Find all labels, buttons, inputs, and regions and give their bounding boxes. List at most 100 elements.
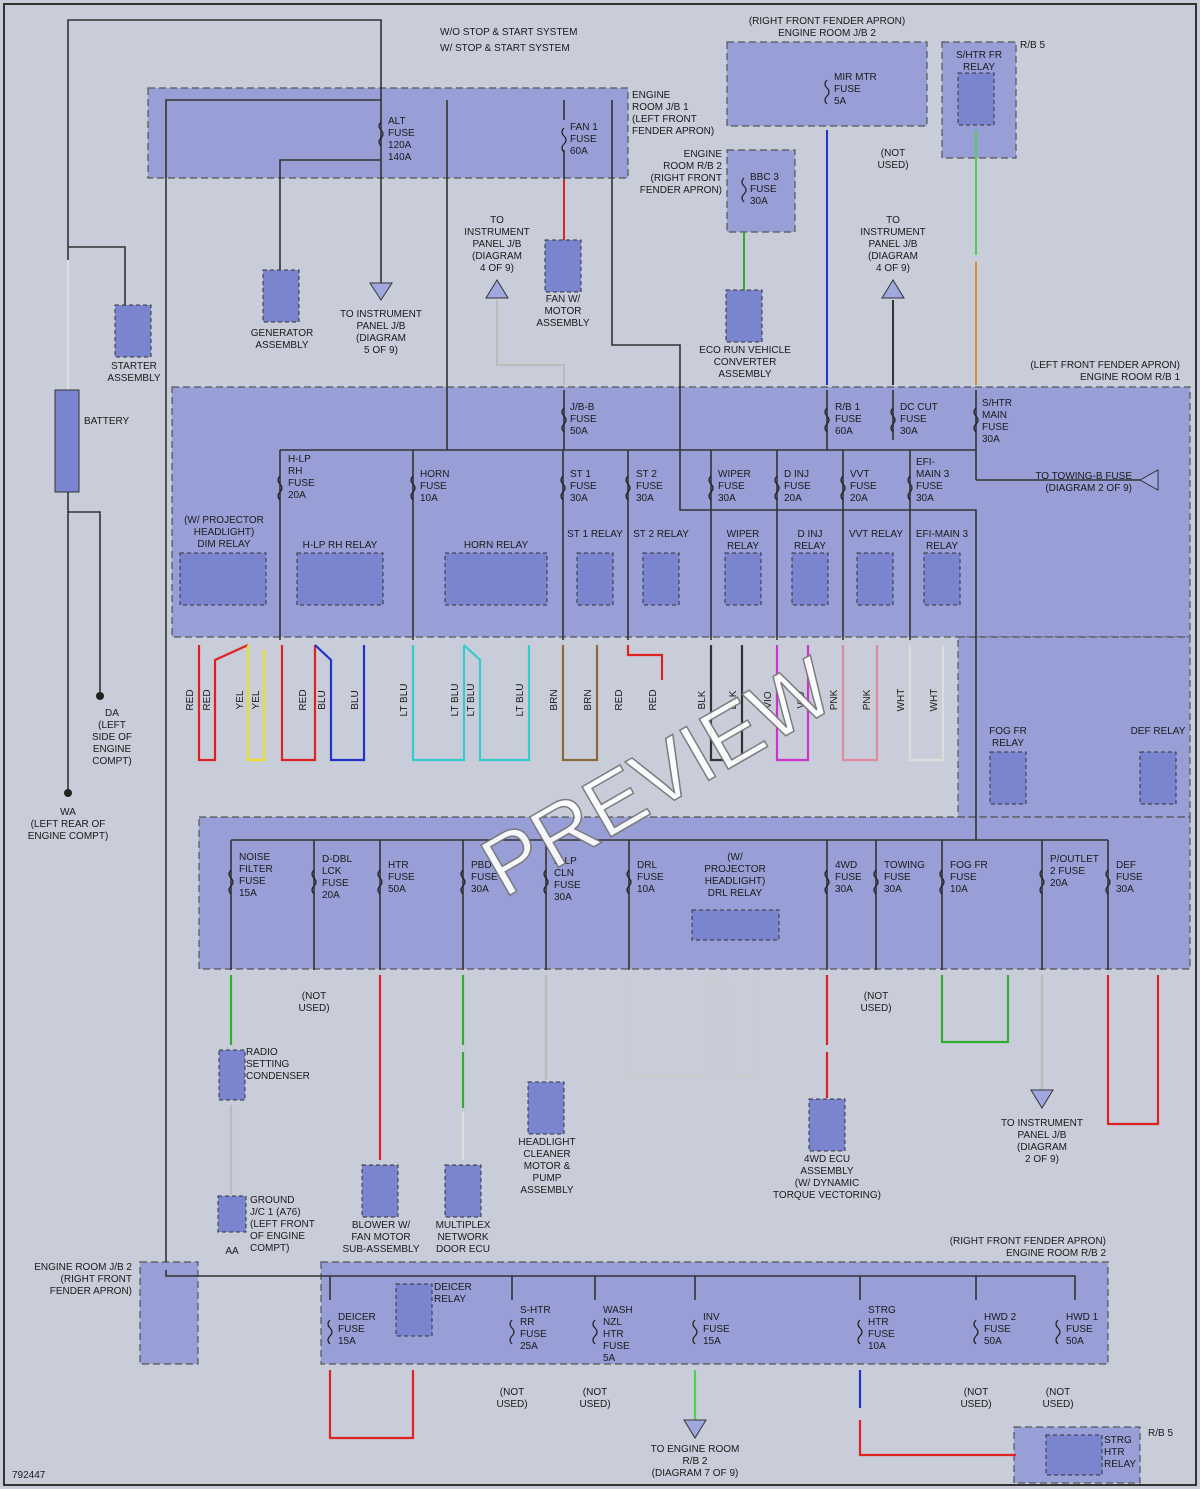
def-relay xyxy=(1139,751,1177,805)
efi3-relay xyxy=(923,552,961,606)
wire-color-7: LT BLU xyxy=(399,684,410,717)
rb2-bottom-box xyxy=(320,1261,1109,1365)
jb2-bottom-box xyxy=(139,1261,199,1365)
fuse-symbol xyxy=(939,869,945,895)
c-terminal xyxy=(881,279,905,299)
generator xyxy=(262,269,300,323)
fuse-symbol xyxy=(1039,869,1045,895)
battery-label: BATTERY xyxy=(84,416,130,427)
colored-lower-wires xyxy=(229,974,1160,1457)
wire-color-15: BLK xyxy=(697,690,708,709)
fuse-symbol xyxy=(890,407,896,433)
labels: W/O STOP & START SYSTEM W/ STOP & START … xyxy=(12,27,577,1481)
fuse-symbol xyxy=(625,475,631,501)
lower-drops xyxy=(230,840,1109,970)
fuse-symbols xyxy=(228,79,1111,1345)
wire-color-3: YEL xyxy=(251,690,262,709)
wire-color-2: YEL xyxy=(235,690,246,709)
wire-color-13: RED xyxy=(614,689,625,710)
relays xyxy=(179,72,1177,1476)
deicer-relay xyxy=(395,1283,433,1337)
frame xyxy=(3,3,1197,1486)
wire-color-5: BLU xyxy=(317,690,328,709)
vvt-relay xyxy=(856,552,894,606)
eco-run-converter xyxy=(725,289,763,343)
fuse-symbol xyxy=(973,407,979,433)
fuse-symbol xyxy=(561,127,567,153)
wire-color-21: WHT xyxy=(896,689,907,712)
fuse-symbol xyxy=(857,1319,863,1345)
wire-color-22: WHT xyxy=(929,689,940,712)
note-1: W/O STOP & START SYSTEM xyxy=(440,27,577,38)
fuse-symbol xyxy=(377,869,383,895)
fuse-symbol xyxy=(1105,869,1111,895)
dinj-relay xyxy=(791,552,829,606)
fuse-symbol xyxy=(873,869,879,895)
rb1-relay-st1: ST 1 RELAY xyxy=(567,529,623,540)
rb1-relay-hlprh: H-LP RH RELAY xyxy=(303,540,378,551)
rb5-top-label: R/B 5 xyxy=(1020,40,1045,51)
fuse-symbol xyxy=(1055,1319,1061,1345)
fuse-symbol xyxy=(378,121,384,147)
fuse-symbol xyxy=(824,79,830,105)
strg-htr-relay-box xyxy=(1045,1434,1103,1476)
towing-terminal xyxy=(1138,469,1159,491)
fan-motor xyxy=(544,239,582,293)
fuse-symbol xyxy=(824,869,830,895)
fuse-symbol xyxy=(973,1319,979,1345)
towing-b-label: TO TOWING-B FUSE(DIAGRAM 2 OF 9) xyxy=(1035,471,1132,494)
fuse-symbol xyxy=(460,869,466,895)
multiplex-ecu xyxy=(444,1164,482,1218)
wire-color-20: PNK xyxy=(862,689,873,710)
diagram-id: 792447 xyxy=(12,1470,46,1481)
fuse-symbol xyxy=(561,407,567,433)
aa-label: AA xyxy=(225,1246,239,1257)
loop-wires xyxy=(197,643,945,762)
fuse-symbol xyxy=(626,869,632,895)
rb2-bot-label: (RIGHT FRONT FENDER APRON)ENGINE ROOM R/… xyxy=(950,1236,1107,1259)
to-ipjb2-terminal xyxy=(1030,1089,1054,1109)
fuse-symbol xyxy=(840,475,846,501)
wa-ground xyxy=(64,789,72,797)
jb2-top-box xyxy=(726,41,928,127)
st2-relay xyxy=(642,552,680,606)
